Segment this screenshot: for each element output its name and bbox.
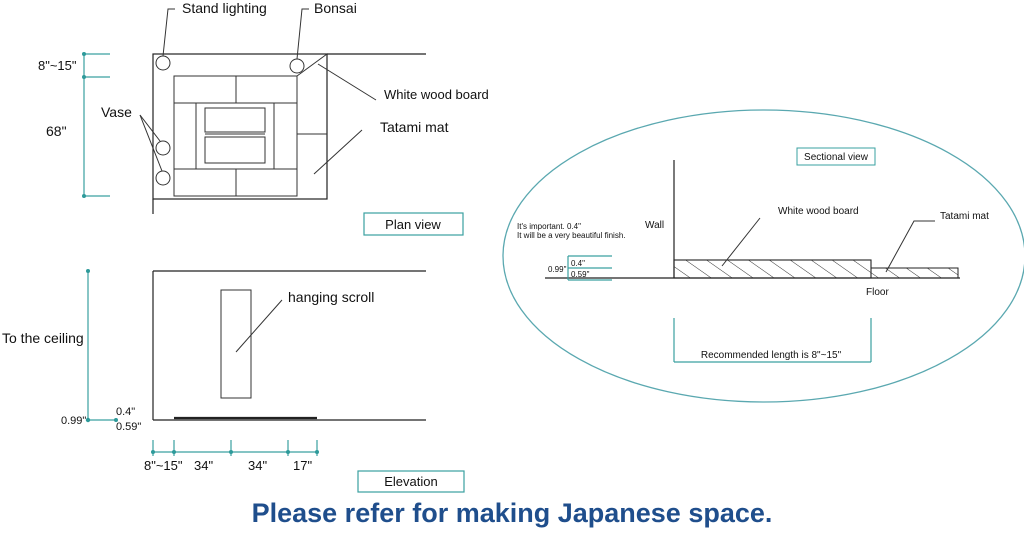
section-ellipse: [502, 109, 1024, 403]
stand-lighting-icon: [155, 55, 171, 71]
floor-label: Floor: [866, 287, 889, 298]
plan-view-label: Plan view: [385, 217, 441, 232]
tokonoma-outline: [152, 53, 328, 200]
section-dim-059: 0.59": [571, 270, 590, 279]
plan-dim-top: 8"~15": [38, 58, 77, 73]
sectional-view-label-box: [796, 147, 876, 166]
elev-dim-059: 0.59": [116, 421, 141, 433]
hanging-scroll-label: hanging scroll: [288, 289, 374, 305]
bonsai-icon: [289, 58, 305, 74]
elev-bottom-dim: 17": [293, 458, 312, 473]
wall-label: Wall: [645, 220, 664, 231]
elev-dim-099: 0.99": [61, 415, 86, 427]
elevation-label: Elevation: [384, 474, 437, 489]
section-board-label: White wood board: [778, 206, 859, 217]
section-tatami-label: Tatami mat: [940, 211, 989, 222]
vase-icon: [155, 170, 171, 186]
plan-view: Stand lighting Bonsai White wood board T…: [38, 0, 489, 236]
section-dim-04: 0.4": [571, 259, 585, 268]
section-dim-099: 0.99": [548, 265, 567, 274]
vase-label: Vase: [101, 104, 132, 120]
sectional-view: Sectional view Wall White wood board Tat…: [502, 109, 1024, 403]
tatami-mat-section: [870, 267, 959, 279]
to-ceiling-label: To the ceiling: [2, 330, 84, 346]
plan-dim-side: 68": [46, 123, 67, 139]
elev-bottom-dim: 8"~15": [144, 458, 183, 473]
hanging-scroll: [220, 289, 252, 399]
bonsai-label: Bonsai: [314, 0, 357, 16]
white-wood-board-label: White wood board: [384, 87, 489, 102]
section-note-line1: It's important. 0.4": [517, 222, 581, 231]
stand-lighting-label: Stand lighting: [182, 0, 267, 16]
page-caption: Please refer for making Japanese space.: [251, 498, 773, 528]
elev-dim-04: 0.4": [116, 406, 135, 418]
elev-bottom-dim: 34": [248, 458, 267, 473]
elevation-view: hanging scroll To the ceiling 0.99" 0.4"…: [2, 269, 465, 493]
sectional-view-label: Sectional view: [804, 152, 869, 163]
section-note-line2: It will be a very beautiful finish.: [517, 231, 626, 240]
elev-bottom-dim: 34": [194, 458, 213, 473]
white-wood-board-section: [673, 259, 872, 279]
recommended-length-label: Recommended length is 8"~15": [701, 350, 842, 361]
plan-view-label-box: [363, 212, 464, 236]
elevation-label-box: [357, 470, 465, 493]
tatami-mat-label: Tatami mat: [380, 119, 449, 135]
vase-icon: [155, 140, 171, 156]
